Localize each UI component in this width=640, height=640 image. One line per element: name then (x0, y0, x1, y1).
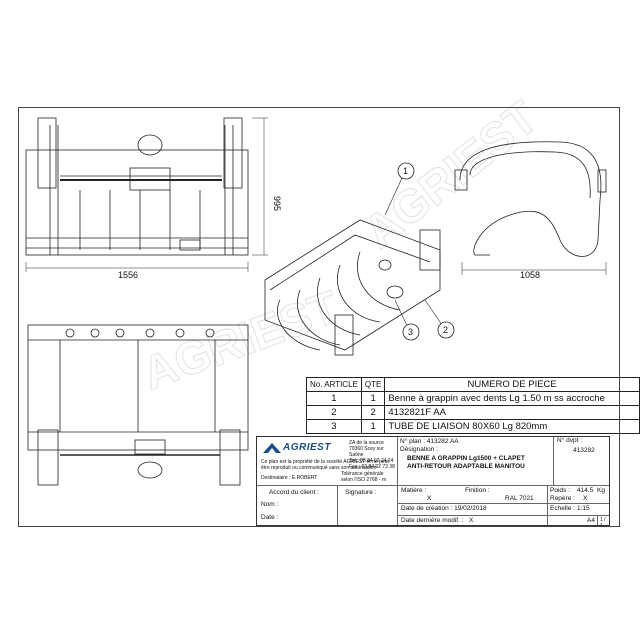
designation-line1: BENNE A GRAPPIN Lg1500 + CLAPET (407, 455, 525, 462)
drawing-frame (18, 107, 620, 527)
balloon-1: 1 (397, 162, 415, 180)
nom-label: Nom : (261, 501, 279, 508)
accord-label: Accord du client : (269, 489, 319, 496)
finition-label: Finition : (465, 487, 490, 494)
svg-text:1: 1 (403, 166, 408, 176)
plan-number: N° plan : 413282 AA (400, 438, 459, 445)
devpt-label: N° dvpt : (557, 437, 582, 444)
page-value: 1 / 1 (600, 517, 606, 529)
bom-header-row: No. ARTICLE QTE NUMERO DE PIECE (306, 377, 640, 392)
devpt-value: 413282 (573, 447, 595, 454)
matiere-label: Matière : (401, 487, 427, 494)
svg-text:2: 2 (443, 325, 448, 335)
poids-value: 414.5 (577, 487, 594, 494)
bom-cell-no: 1 (306, 391, 362, 406)
watermark: AGRIEST AGRIEST (135, 91, 547, 400)
bom-row: 3 1 TUBE DE LIAISON 80X60 Lg 820mm (306, 419, 640, 434)
dimension-height: 995 (272, 196, 282, 211)
poids-label: Poids : (550, 487, 570, 494)
dimension-depth: 1058 (520, 270, 540, 280)
bom-cell-qte: 2 (360, 405, 386, 420)
agriest-logo: AGRIEST (261, 441, 347, 455)
bom-cell-no: 3 (306, 419, 362, 434)
logo-mark-icon (263, 443, 281, 453)
repere-value: X (583, 495, 588, 502)
bill-of-materials: No. ARTICLE QTE NUMERO DE PIECE 1 1 Benn… (306, 377, 640, 434)
top-view (27, 324, 249, 486)
isometric-view (264, 219, 441, 356)
bom-cell-qte: 1 (360, 419, 386, 434)
bom-header-name: NUMERO DE PIECE (384, 377, 640, 392)
signature-label: Signature : (345, 489, 377, 496)
bom-cell-name: TUBE DE LIAISON 80X60 Lg 820mm (384, 419, 640, 434)
property-notice: Ce plan est la propriété de la société A… (261, 459, 389, 471)
creation-date: Date de création : 19/02/2018 (401, 505, 487, 512)
bom-cell-qte: 1 (360, 391, 386, 406)
balloon-3: 3 (402, 323, 420, 341)
echelle-label: Echelle : (550, 505, 575, 512)
poids-unit: Kg (597, 487, 605, 494)
bom-header-qte: QTE (360, 377, 386, 392)
date-label: Date : (261, 514, 279, 521)
modif-label: Date dernière modif. : (401, 517, 464, 524)
title-block: AGRIEST ZA de la source 70360 Scey sur S… (256, 436, 610, 529)
destinataire: Destinataire : E.ROBERT (261, 475, 318, 481)
bom-cell-no: 2 (306, 405, 362, 420)
bom-cell-name: 4132821F AA (384, 405, 640, 420)
front-view (25, 117, 268, 272)
bom-row: 1 1 Benne à grappin avec dents Lg 1.50 m… (306, 391, 640, 406)
format-value: A4 (587, 517, 595, 524)
tolerance: Tolérance générale selon l'ISO 2768 - m (341, 471, 387, 483)
designation-line2: ANTI-RETOUR ADAPTABLE MANITOU (407, 463, 525, 470)
balloon-2: 2 (437, 321, 455, 339)
finition-value: RAL 7021 (505, 495, 534, 502)
echelle-value: 1:15 (577, 505, 590, 512)
svg-text:3: 3 (408, 327, 413, 337)
bom-row: 2 2 4132821F AA (306, 405, 640, 420)
matiere-value: X (427, 495, 432, 502)
bom-header-no: No. ARTICLE (306, 377, 362, 392)
modif-value: X (469, 517, 474, 524)
repere-label: Repère : (550, 495, 575, 502)
side-view (454, 141, 607, 275)
svg-text:AGRIEST: AGRIEST (354, 91, 547, 258)
dimension-width: 1556 (118, 270, 138, 280)
company-address: ZA de la source 70360 Scey sur Saône Tél… (349, 440, 395, 470)
bom-cell-name: Benne à grappin avec dents Lg 1.50 m ss … (384, 391, 640, 406)
designation-label: Désignation : (400, 446, 438, 453)
logo-text: AGRIEST (283, 442, 331, 453)
